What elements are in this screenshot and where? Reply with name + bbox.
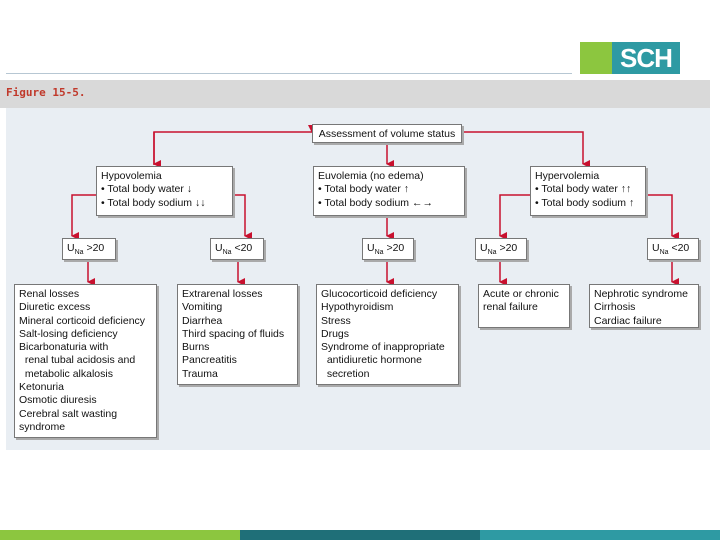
footer-bar-teal xyxy=(480,530,720,540)
una-lt20-hypervolemia: UNa <20 xyxy=(647,238,699,260)
renal-failure-node: Acute or chronic renal failure xyxy=(478,284,570,328)
renal-losses-node: Renal losses Diuretic excess Mineral cor… xyxy=(14,284,157,438)
logo-green-square xyxy=(580,42,612,74)
footer-bar-green xyxy=(0,530,240,540)
una-gt20-euvolemia: UNa >20 xyxy=(362,238,414,260)
figure-label: Figure 15-5. xyxy=(6,86,86,99)
euvolemia-node: Euvolemia (no edema) • Total body water … xyxy=(313,166,465,216)
logo: SCH xyxy=(612,42,680,74)
una-lt20-extrarenal: UNa <20 xyxy=(210,238,264,260)
footer-bar-dark-teal xyxy=(240,530,480,540)
nephrotic-node: Nephrotic syndrome Cirrhosis Cardiac fai… xyxy=(589,284,699,328)
extrarenal-losses-node: Extrarenal losses Vomiting Diarrhea Thir… xyxy=(177,284,298,385)
hypervolemia-node: Hypervolemia • Total body water ↑↑ • Tot… xyxy=(530,166,646,216)
header-divider xyxy=(6,73,572,74)
glucocorticoid-node: Glucocorticoid deficiency Hypothyroidism… xyxy=(316,284,459,385)
root-node: Assessment of volume status xyxy=(312,124,462,143)
figure-header-bar xyxy=(0,80,710,108)
una-gt20-hypervolemia: UNa >20 xyxy=(475,238,527,260)
hypovolemia-node: Hypovolemia • Total body water ↓ • Total… xyxy=(96,166,233,216)
una-gt20-renal: UNa >20 xyxy=(62,238,116,260)
